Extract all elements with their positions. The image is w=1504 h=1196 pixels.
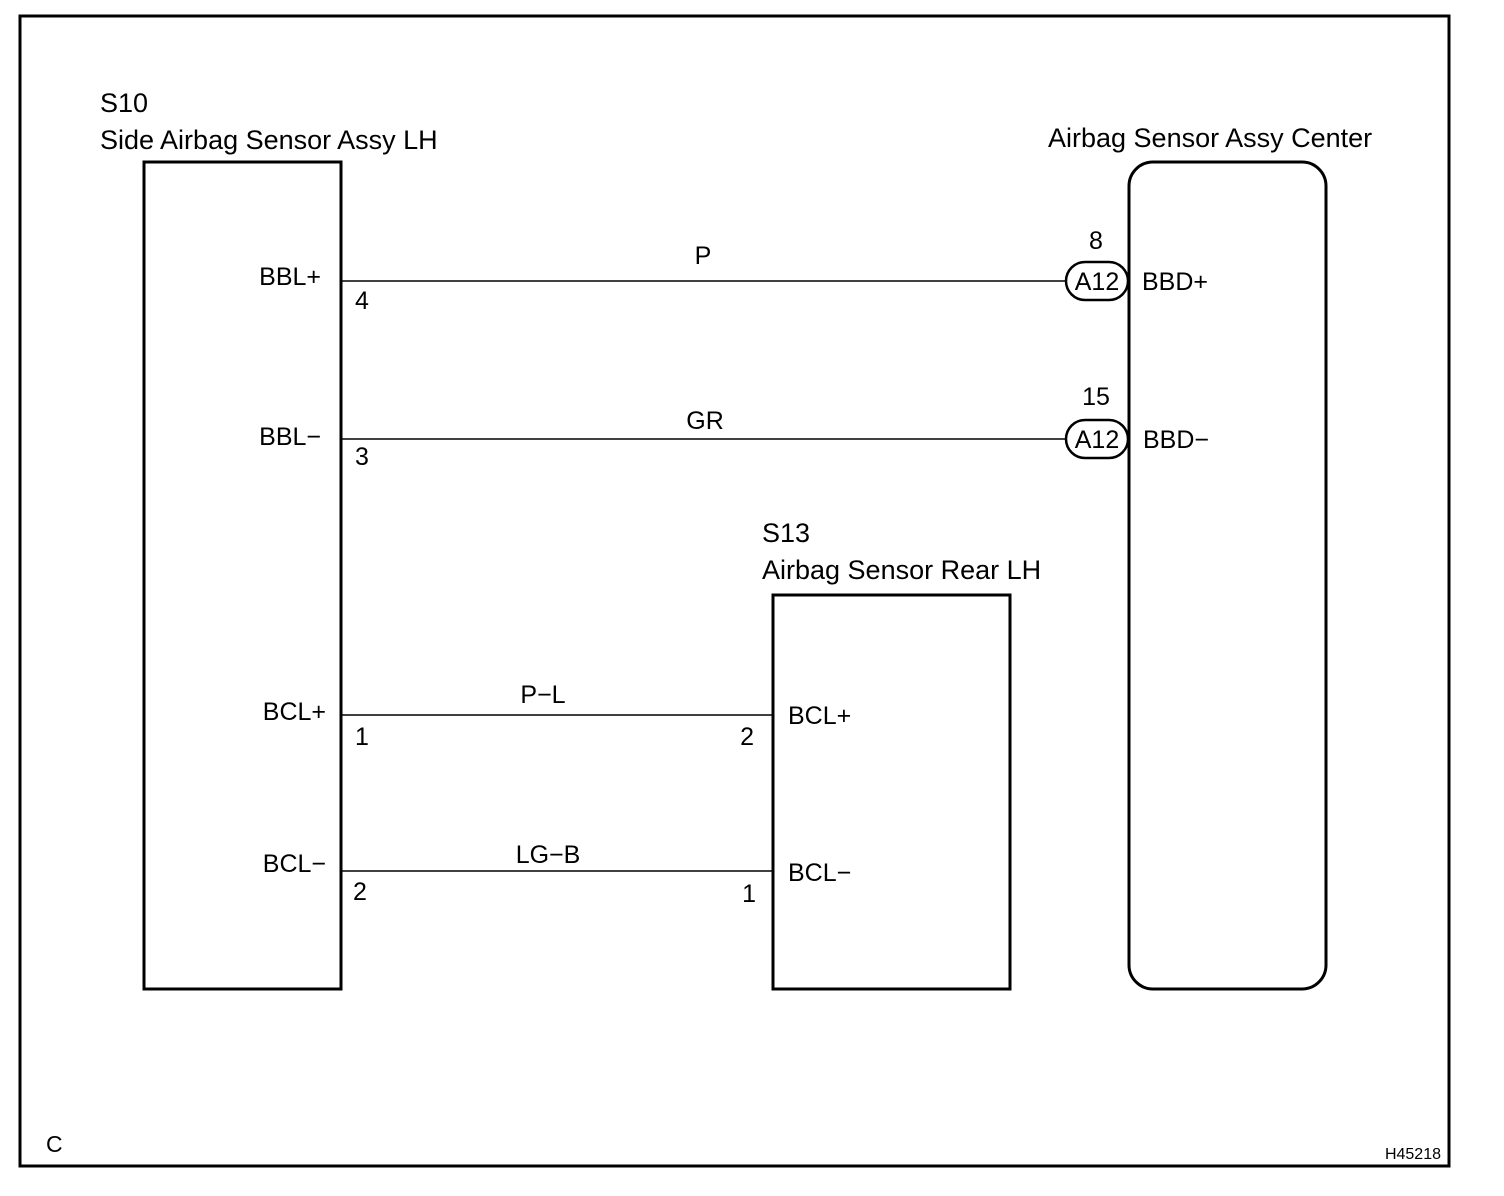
rear-component-code: S13 [762, 518, 810, 548]
rear-terminal-bcl-plus: BCL+ [788, 702, 851, 730]
connector-id-bbd-plus: A12 [1075, 268, 1119, 296]
center-pin-bbd-minus: 15 [1082, 383, 1110, 411]
left-terminal-bbl-plus: BBL+ [259, 263, 321, 291]
left-component-box [142, 160, 343, 991]
wire-color-bbd-minus: GR [686, 407, 724, 435]
center-component-name: Airbag Sensor Assy Center [1048, 123, 1372, 153]
rear-component-box [771, 593, 1012, 991]
rear-pin-bcl-plus: 2 [740, 723, 754, 751]
rear-pin-bcl-minus: 1 [742, 880, 756, 908]
center-pin-bbd-plus: 8 [1089, 227, 1103, 255]
rear-terminal-bcl-minus: BCL− [788, 859, 851, 887]
wire-color-bcl-minus: LG−B [516, 841, 581, 869]
wire-color-bcl-plus: P−L [520, 681, 565, 709]
left-terminal-bbl-minus: BBL− [259, 423, 321, 451]
wire-color-bbd-plus: P [695, 242, 712, 270]
connector-id-bbd-minus: A12 [1075, 426, 1119, 454]
corner-letter: C [46, 1131, 63, 1157]
connector-badge-bbd-minus [1064, 418, 1130, 460]
center-terminal-bbd-plus: BBD+ [1142, 268, 1208, 296]
connector-badge-bbd-plus [1064, 260, 1130, 302]
left-component-name: Side Airbag Sensor Assy LH [100, 125, 438, 155]
left-component-code: S10 [100, 88, 148, 118]
left-pin-bbl-plus: 4 [355, 287, 369, 315]
left-pin-bcl-plus: 1 [355, 723, 369, 751]
center-terminal-bbd-minus: BBD− [1143, 426, 1209, 454]
center-component-box [1127, 160, 1328, 991]
figure-code: H45218 [1385, 1146, 1441, 1163]
left-pin-bbl-minus: 3 [355, 443, 369, 471]
left-terminal-bcl-plus: BCL+ [263, 698, 326, 726]
left-terminal-bcl-minus: BCL− [263, 850, 326, 878]
left-pin-bcl-minus: 2 [353, 878, 367, 906]
diagram-frame [18, 14, 1451, 1168]
rear-component-name: Airbag Sensor Rear LH [762, 555, 1041, 585]
